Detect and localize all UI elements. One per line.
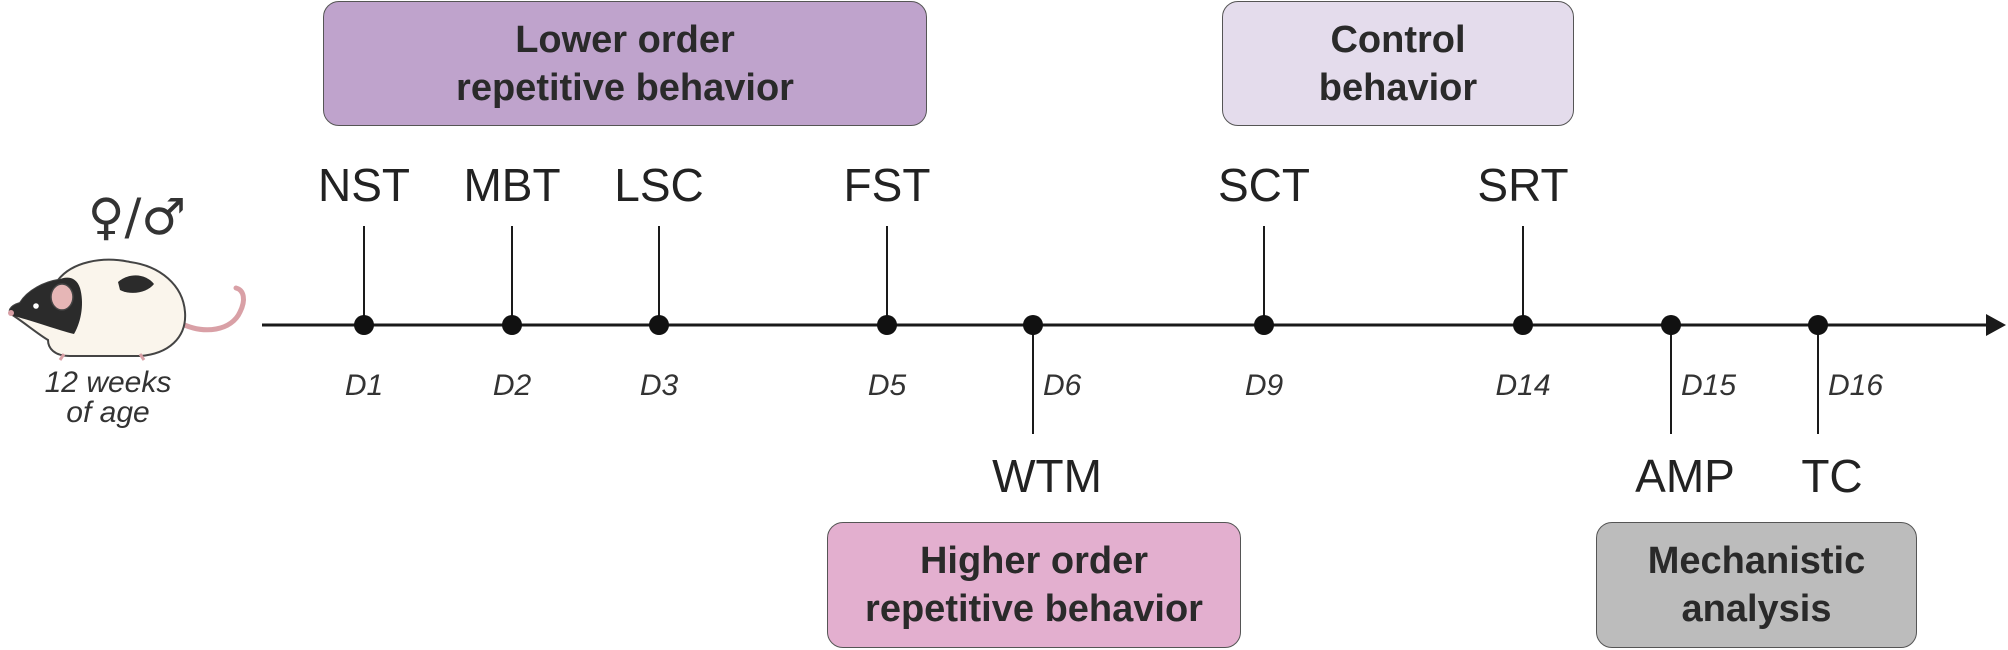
test-label-amp: AMP <box>1635 450 1735 502</box>
lower-order-repetitive-behavior-box: Lower order repetitive behavior <box>323 1 927 126</box>
day-label-nst: D1 <box>345 369 383 402</box>
age-line-1: 12 weeks <box>44 366 172 399</box>
day-label-srt: D14 <box>1495 369 1550 402</box>
higher-order-repetitive-behavior-box: Higher order repetitive behavior <box>827 522 1241 648</box>
timeline-dot-amp <box>1661 315 1681 335</box>
timeline-arrowhead <box>1986 314 2006 336</box>
sex-symbols: ♀/♂ <box>87 188 187 246</box>
test-label-tc: TC <box>1801 450 1862 502</box>
rat-icon <box>8 258 246 361</box>
test-label-wtm: WTM <box>992 450 1102 502</box>
control-behavior-box: Control behavior <box>1222 1 1574 126</box>
timeline-dot-mbt <box>502 315 522 335</box>
day-label-mbt: D2 <box>493 369 532 402</box>
day-label-lsc: D3 <box>640 369 679 402</box>
day-label-fst: D5 <box>868 369 907 402</box>
test-label-fst: FST <box>844 159 931 211</box>
age-label: 12 weeks of age <box>18 368 198 428</box>
test-label-sct: SCT <box>1218 159 1310 211</box>
mechanistic-analysis-box: Mechanistic analysis <box>1596 522 1917 648</box>
timeline-dot-fst <box>877 315 897 335</box>
age-line-2: of age <box>66 396 150 429</box>
timeline-dot-tc <box>1808 315 1828 335</box>
day-label-sct: D9 <box>1245 369 1284 402</box>
day-label-wtm: D6 <box>1043 369 1082 402</box>
timeline-dot-lsc <box>649 315 669 335</box>
test-label-srt: SRT <box>1477 159 1568 211</box>
day-label-amp: D15 <box>1681 369 1736 402</box>
timeline-dot-nst <box>354 315 374 335</box>
timeline-dot-wtm <box>1023 315 1043 335</box>
test-label-lsc: LSC <box>614 159 703 211</box>
test-label-mbt: MBT <box>463 159 560 211</box>
day-label-tc: D16 <box>1828 369 1883 402</box>
test-label-nst: NST <box>318 159 410 211</box>
timeline-dot-srt <box>1513 315 1533 335</box>
timeline-dot-sct <box>1254 315 1274 335</box>
